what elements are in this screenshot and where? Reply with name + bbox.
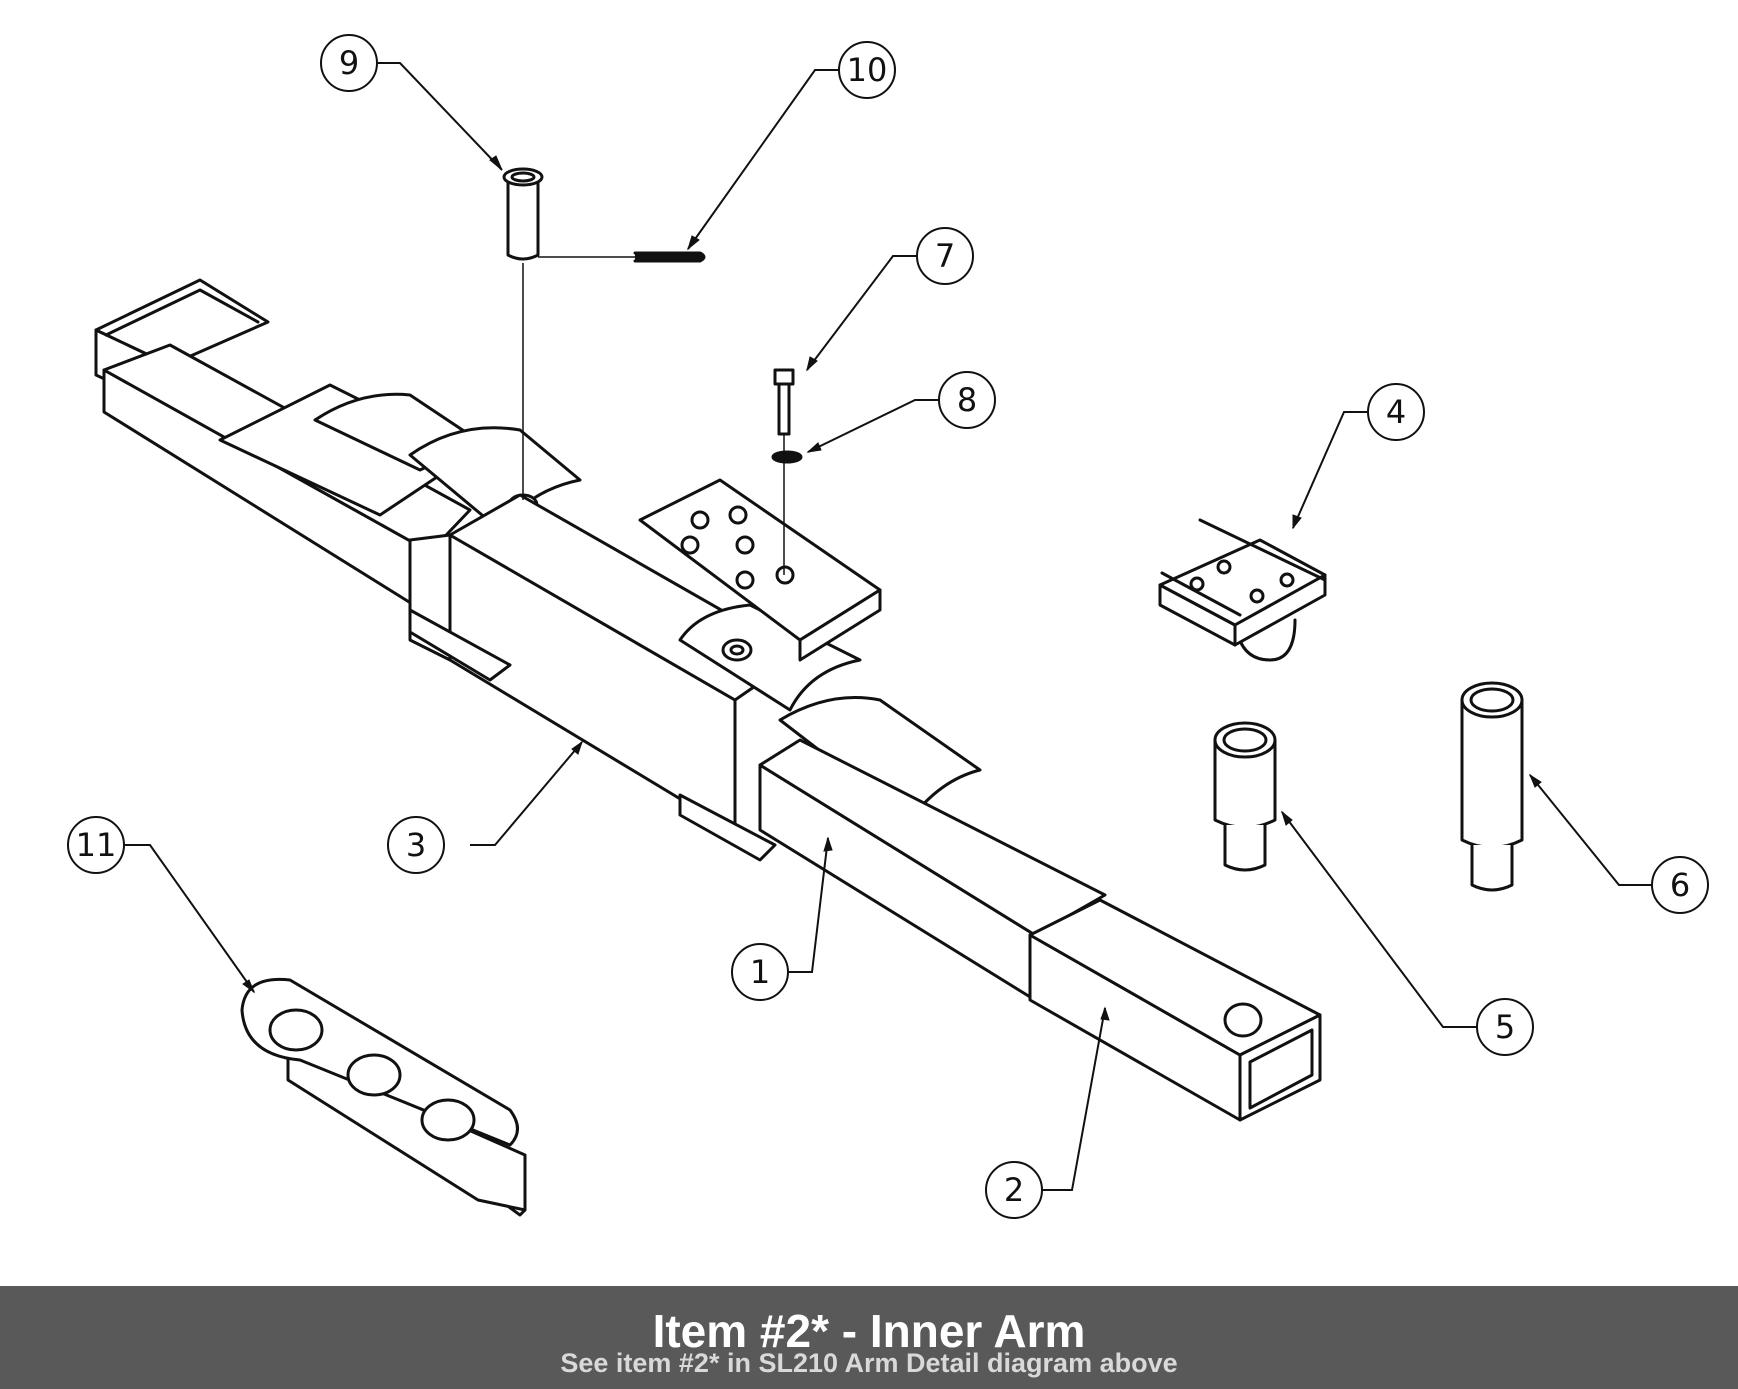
callout-5-label: 5 bbox=[1495, 1008, 1515, 1046]
caption-title: Item #2* - Inner Arm bbox=[652, 1305, 1086, 1357]
callout-1: 1 bbox=[731, 943, 789, 1001]
callout-11-label: 11 bbox=[76, 826, 117, 864]
callout-2-label: 2 bbox=[1004, 1171, 1024, 1209]
callout-1-label: 1 bbox=[750, 953, 770, 991]
pivot-pin bbox=[502, 167, 544, 261]
callout-6: 6 bbox=[1651, 856, 1709, 914]
callout-4: 4 bbox=[1367, 383, 1425, 441]
callout-5: 5 bbox=[1476, 998, 1534, 1056]
leader-lines bbox=[124, 62, 1652, 1191]
callout-11: 11 bbox=[67, 816, 125, 874]
callout-9: 9 bbox=[320, 34, 378, 92]
washer bbox=[771, 450, 803, 464]
pad-bracket bbox=[1158, 518, 1327, 662]
callout-3: 3 bbox=[387, 816, 445, 874]
callout-9-label: 9 bbox=[339, 44, 359, 82]
callout-3-label: 3 bbox=[406, 826, 426, 864]
short-pin bbox=[1213, 721, 1277, 872]
callout-7: 7 bbox=[916, 227, 974, 285]
arm-beam-assembly bbox=[94, 278, 1107, 1002]
callout-10-label: 10 bbox=[847, 51, 888, 89]
callout-8-label: 8 bbox=[957, 381, 977, 419]
caption-bar: Item #2* - Inner Arm See item #2* in SL2… bbox=[0, 1286, 1738, 1389]
callout-2: 2 bbox=[985, 1161, 1043, 1219]
assembly-centerlines bbox=[522, 256, 785, 575]
callout-7-label: 7 bbox=[935, 237, 955, 275]
callout-10: 10 bbox=[838, 41, 896, 99]
hole-plate bbox=[240, 977, 527, 1217]
caption-subtitle: See item #2* in SL210 Arm Detail diagram… bbox=[560, 1348, 1178, 1378]
callout-8: 8 bbox=[938, 371, 996, 429]
callout-6-label: 6 bbox=[1670, 866, 1690, 904]
cotter-pin bbox=[633, 251, 706, 263]
inner-arm-tube bbox=[1028, 898, 1322, 1122]
callout-4-label: 4 bbox=[1386, 393, 1406, 431]
long-pin bbox=[1460, 681, 1524, 892]
exploded-parts-diagram: 9 10 7 8 4 3 11 1 6 5 2 bbox=[67, 34, 1709, 1219]
bolt bbox=[773, 368, 795, 436]
